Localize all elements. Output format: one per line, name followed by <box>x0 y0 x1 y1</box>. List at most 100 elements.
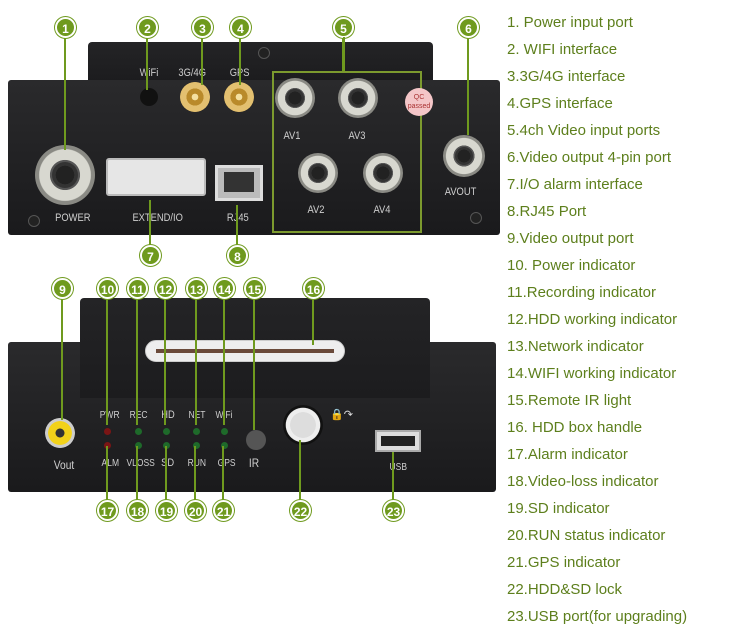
extend-io-port[interactable] <box>106 158 206 196</box>
callout-leader-line <box>239 27 241 85</box>
legend-item: 13.Network indicator <box>507 338 644 355</box>
callout-badge: 15 <box>244 278 265 299</box>
callout-leader-line <box>165 446 167 510</box>
lock-unlock-icon: 🔒↷ <box>330 409 353 421</box>
legend-item: 10. Power indicator <box>507 257 636 274</box>
legend-list: 1. Power input port 2. WIFI interface 3.3G… <box>507 12 687 633</box>
callout-badge: 23 <box>383 500 404 521</box>
legend-item: 14.WIFI working indicator <box>507 365 677 382</box>
callout-badge: 1 <box>55 17 76 38</box>
av2-port[interactable] <box>298 153 338 193</box>
wifi-label: WiFi <box>139 67 159 79</box>
callout-badge: 22 <box>290 500 311 521</box>
legend-item: 8.RJ45 Port <box>507 203 587 220</box>
wifi-led <box>221 428 228 435</box>
alm-led <box>104 442 111 449</box>
run-label: RUN <box>187 458 207 469</box>
legend-item: 11.Recording indicator <box>507 284 656 301</box>
legend-item: 17.Alarm indicator <box>507 446 628 463</box>
gps-led <box>221 442 228 449</box>
legend-item: 3.3G/4G interface <box>507 68 626 85</box>
callout-leader-line <box>164 288 166 425</box>
extend-io-label: EXTEND/IO <box>132 212 183 224</box>
gps-antenna-port[interactable] <box>224 82 254 112</box>
callout-badge: 19 <box>156 500 177 521</box>
avout-port[interactable] <box>443 135 485 177</box>
net-label: NET <box>188 410 206 421</box>
legend-item: 20.RUN status indicator <box>507 527 666 544</box>
legend-item: 21.GPS indicator <box>507 554 621 571</box>
power-port[interactable] <box>35 145 95 205</box>
3g4g-antenna-port[interactable] <box>180 82 210 112</box>
callout-badge: 17 <box>97 500 118 521</box>
callout-leader-line <box>312 288 314 345</box>
callout-leader-line <box>467 27 469 135</box>
legend-item: 12.HDD working indicator <box>507 311 678 328</box>
callout-badge: 3 <box>192 17 213 38</box>
wifi-antenna-port[interactable] <box>140 88 158 106</box>
av2-label: AV2 <box>307 204 325 216</box>
vout-label: Vout <box>53 458 75 472</box>
callout-badge: 14 <box>214 278 235 299</box>
callout-leader-line <box>64 27 66 150</box>
vloss-label: VLOSS <box>126 458 155 469</box>
callout-badge: 8 <box>227 245 248 266</box>
sd-label: SD <box>161 457 175 469</box>
av1-port[interactable] <box>275 78 315 118</box>
callout-badge: 9 <box>52 278 73 299</box>
legend-item: 22.HDD&SD lock <box>507 581 623 598</box>
legend-item: 1. Power input port <box>507 14 633 31</box>
callout-leader-line <box>299 440 301 510</box>
callout-badge: 2 <box>137 17 158 38</box>
legend-item: 9.Video output port <box>507 230 634 247</box>
callout-badge: 21 <box>213 500 234 521</box>
rec-label: REC <box>129 410 148 421</box>
3g4g-label: 3G/4G <box>178 67 206 79</box>
callout-badge: 11 <box>127 278 148 299</box>
hdd-sd-lock[interactable] <box>283 405 323 445</box>
legend-item: 6.Video output 4-pin port <box>507 149 672 166</box>
legend-item: 5.4ch Video input ports <box>507 122 661 139</box>
callout-badge: 20 <box>185 500 206 521</box>
av4-port[interactable] <box>363 153 403 193</box>
av3-label: AV3 <box>348 130 366 142</box>
callout-badge: 6 <box>458 17 479 38</box>
ir-sensor <box>246 430 266 450</box>
callout-leader-line <box>222 446 224 510</box>
callout-leader-line <box>236 205 238 255</box>
legend-item: 23.USB port(for upgrading) <box>507 608 688 625</box>
power-label: POWER <box>55 212 91 224</box>
net-led <box>193 428 200 435</box>
callout-leader-line <box>223 288 225 425</box>
legend-item: 2. WIFI interface <box>507 41 618 58</box>
callout-leader-line <box>201 27 203 85</box>
sd-led <box>163 442 170 449</box>
callout-badge: 13 <box>186 278 207 299</box>
callout-leader-line <box>106 288 108 425</box>
vloss-led <box>135 442 142 449</box>
callout-badge: 5 <box>333 17 354 38</box>
screw-icon <box>470 212 482 224</box>
callout-bracket <box>343 37 345 71</box>
callout-leader-line <box>146 27 148 90</box>
usb-port[interactable] <box>375 430 421 452</box>
callout-leader-line <box>194 446 196 510</box>
callout-leader-line <box>136 288 138 425</box>
legend-item: 15.Remote IR light <box>507 392 632 409</box>
alm-label: ALM <box>101 458 120 469</box>
legend-item: 19.SD indicator <box>507 500 610 517</box>
ir-label: IR <box>248 456 260 470</box>
rj45-port[interactable] <box>215 165 263 201</box>
callout-leader-line <box>61 288 63 420</box>
av1-label: AV1 <box>283 130 301 142</box>
callout-badge: 12 <box>155 278 176 299</box>
vout-rca-port[interactable] <box>45 418 75 448</box>
hd-led <box>163 428 170 435</box>
avout-label: AVOUT <box>444 186 477 198</box>
callout-badge: 7 <box>140 245 161 266</box>
usb-label: USB <box>389 462 408 473</box>
screw-icon <box>28 215 40 227</box>
callout-leader-line <box>106 446 108 510</box>
av3-port[interactable] <box>338 78 378 118</box>
hdd-box-handle[interactable] <box>145 340 345 362</box>
